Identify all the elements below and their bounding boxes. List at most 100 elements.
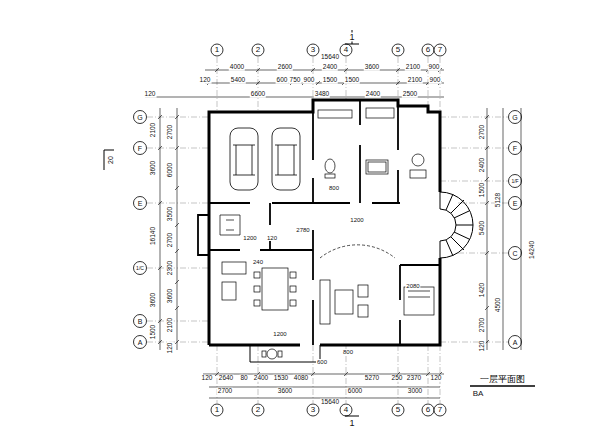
- section-number: 20: [107, 155, 114, 165]
- room-dimension: 2780: [295, 227, 310, 233]
- room-dimension: 1200: [242, 235, 257, 241]
- dimension-text: 1530: [273, 375, 289, 382]
- dimension-text: 3600: [277, 388, 293, 395]
- dimension-text: 1500: [344, 77, 360, 84]
- outer-walls: [209, 100, 440, 345]
- dimension-text: 4080: [293, 375, 309, 382]
- room-dimension: 240: [252, 259, 264, 265]
- dimension-text: 4000: [229, 64, 245, 71]
- room-dimension: 1200: [349, 217, 364, 223]
- dimension-text: 1500: [150, 324, 157, 340]
- dimension-text: 3600: [364, 64, 380, 71]
- inner-walls: [198, 100, 440, 345]
- room-dimension: 2080: [405, 283, 420, 289]
- dimension-text: 2400: [479, 157, 486, 173]
- dimension-text: 4500: [495, 297, 502, 313]
- dimension-text: 2640: [218, 375, 234, 382]
- axis-letter: A: [137, 339, 144, 346]
- dimension-text: 2300: [167, 260, 174, 276]
- dimension-text: 120: [479, 340, 486, 353]
- dimension-text: 250: [391, 375, 404, 382]
- axis-number: 5: [395, 406, 401, 414]
- axis-letter: E: [512, 200, 519, 207]
- furniture: [220, 108, 434, 362]
- axis-number: 3: [310, 46, 316, 54]
- axis-number: 6: [425, 46, 431, 54]
- room-dimension: 800: [342, 349, 354, 355]
- axis-number: 6: [425, 406, 431, 414]
- dimension-text: 2100: [405, 64, 421, 71]
- spiral-stair: [440, 192, 473, 258]
- dimension-text: 120: [199, 77, 212, 84]
- axis-letter: E: [137, 200, 144, 207]
- dimension-text: 120: [201, 375, 214, 382]
- dimension-text: 3600: [150, 292, 157, 308]
- dimension-text: 6000: [167, 162, 174, 178]
- dimension-text: 120: [144, 91, 157, 98]
- dimension-text: 5128: [495, 192, 502, 208]
- drawing-title: 一层平面图: [479, 375, 526, 384]
- dimension-text: 2700: [167, 124, 174, 140]
- dimension-text: 2370: [406, 375, 422, 382]
- dimension-text: 2700: [217, 388, 233, 395]
- drawing-code: BA: [472, 390, 485, 398]
- dimension-text: 16140: [150, 226, 157, 246]
- dimension-text: 5400: [479, 220, 486, 236]
- dimension-text: 2100: [167, 317, 174, 333]
- dimension-text: 1420: [479, 282, 486, 298]
- axis-number: 4: [343, 406, 349, 414]
- dimension-text: 2500: [402, 91, 418, 98]
- grid-bubbles: [134, 44, 522, 416]
- dimension-text: 2600: [277, 64, 293, 71]
- axis-letter: 1/C: [135, 266, 145, 271]
- dimension-text: 750: [289, 77, 302, 84]
- dimension-text: 15640: [320, 399, 340, 406]
- axis-number: 7: [437, 46, 443, 54]
- dimension-text: 120: [167, 342, 174, 355]
- dimension-text: 2400: [322, 64, 338, 71]
- axis-letter: G: [511, 114, 518, 121]
- dimension-text: 1500: [479, 182, 486, 198]
- axis-number: 5: [395, 46, 401, 54]
- axis-number: 7: [437, 406, 443, 414]
- dimension-text: 5270: [364, 375, 380, 382]
- section-number: 1: [348, 419, 355, 428]
- room-dimension: 600: [316, 359, 328, 365]
- dimension-text: 900: [303, 77, 316, 84]
- dimension-text: 3600: [150, 160, 157, 176]
- dimension-text: 3500: [167, 206, 174, 222]
- axis-letter: B: [137, 318, 144, 325]
- room-dimension: 120: [266, 235, 278, 241]
- dimension-text: 120: [430, 375, 443, 382]
- dimension-text: 6600: [250, 91, 266, 98]
- axis-number: 3: [310, 406, 316, 414]
- dimension-text: 14240: [529, 240, 536, 260]
- axis-letter: A: [512, 339, 519, 346]
- section-marks: [104, 30, 535, 416]
- axis-number: 4: [343, 46, 349, 54]
- room-dimension: 1200: [272, 331, 287, 337]
- dimension-text: 2700: [167, 232, 174, 248]
- axis-number: 1: [214, 46, 220, 54]
- room-dimension: 800: [328, 185, 340, 191]
- dimension-text: 2400: [253, 375, 269, 382]
- dimension-text: 3600: [167, 288, 174, 304]
- axis-number: 1: [214, 406, 220, 414]
- cars: [230, 128, 300, 190]
- dimension-text: 900: [428, 64, 441, 71]
- dimension-text: 3000: [407, 388, 423, 395]
- axis-number: 2: [255, 406, 261, 414]
- axis-letter: F: [512, 145, 518, 152]
- axis-number: 2: [255, 46, 261, 54]
- dimension-text: 1500: [322, 77, 338, 84]
- section-number: 1: [348, 33, 355, 42]
- dimension-text: 2700: [479, 124, 486, 140]
- dimension-text: 2100: [407, 77, 423, 84]
- grid-lines: [147, 57, 508, 403]
- dimension-text: 80: [239, 375, 248, 382]
- axis-letter: C: [511, 250, 518, 257]
- dimension-text: 3480: [314, 91, 330, 98]
- dimension-lines: [145, 68, 521, 398]
